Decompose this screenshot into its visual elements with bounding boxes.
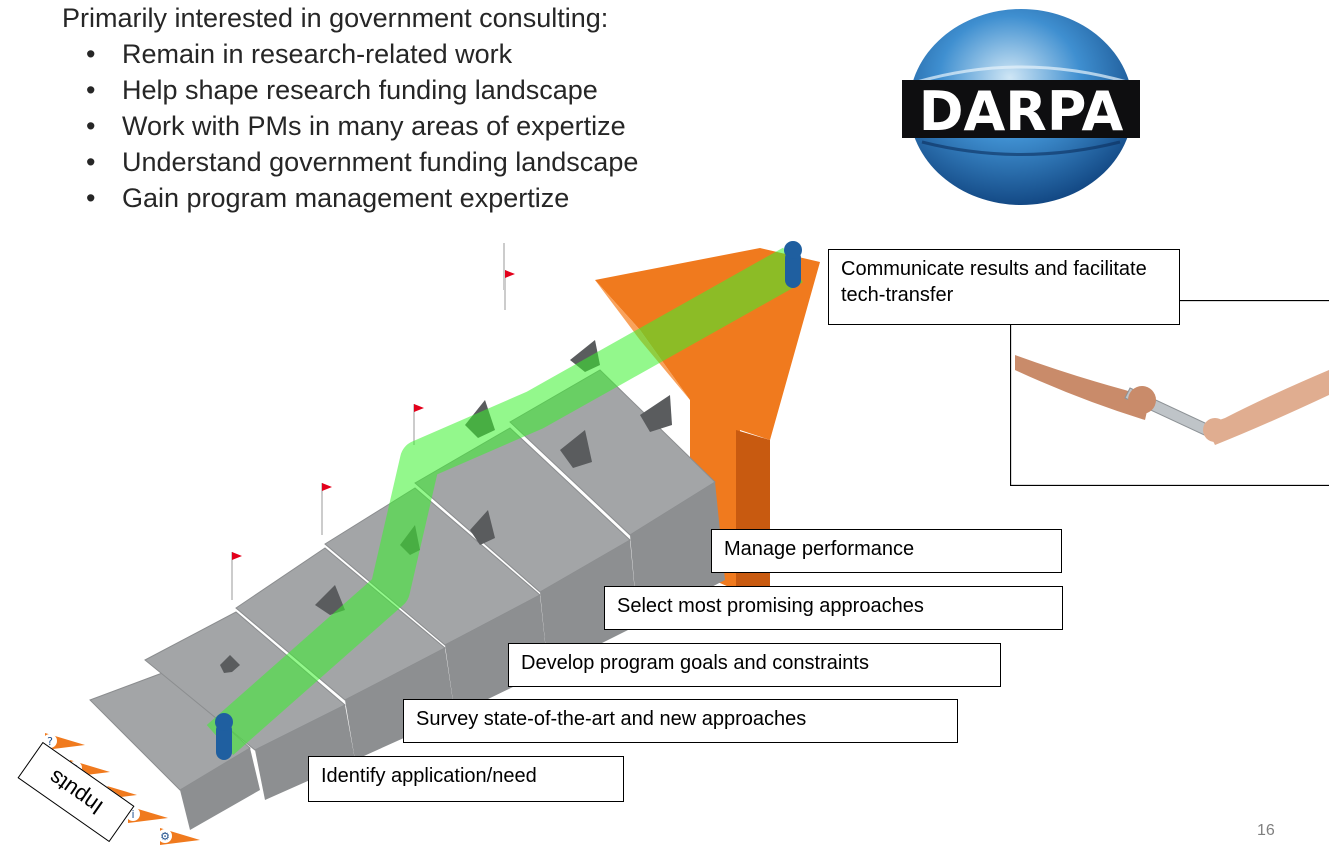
- bullet-item: Remain in research-related work: [86, 36, 638, 72]
- step-label-4: Select most promising approaches: [604, 586, 1063, 630]
- input-icon-label: i: [131, 808, 134, 821]
- page-number: 16: [1257, 822, 1275, 839]
- logo-text: DARPA: [919, 80, 1124, 143]
- bullet-list: Remain in research-related work Help sha…: [62, 36, 638, 216]
- step-label-5: Manage performance: [711, 529, 1062, 573]
- figure-end-icon: [784, 241, 802, 288]
- bullet-item: Help shape research funding landscape: [86, 72, 638, 108]
- step-label-2: Survey state-of-the-art and new approach…: [403, 699, 958, 743]
- staircase-illustration: ? $ $ i ⚙: [43, 241, 820, 845]
- input-icon-label: ⚙: [160, 830, 170, 843]
- baton-handoff-image: [1010, 300, 1329, 486]
- intro-heading: Primarily interested in government consu…: [62, 3, 609, 33]
- bullet-item: Understand government funding landscape: [86, 144, 638, 180]
- step-label-3: Develop program goals and constraints: [508, 643, 1001, 687]
- step-label-6: Communicate results and facilitate tech-…: [828, 249, 1180, 325]
- bullet-item: Work with PMs in many areas of expertize: [86, 108, 638, 144]
- bullet-item: Gain program management expertize: [86, 180, 638, 216]
- step-label-1: Identify application/need: [308, 756, 624, 802]
- darpa-logo: DARPA: [902, 9, 1140, 205]
- progress-path: [206, 247, 803, 755]
- figure-start-icon: [215, 713, 233, 760]
- input-icon-label: ?: [47, 735, 53, 748]
- intro-text: Primarily interested in government consu…: [62, 0, 638, 216]
